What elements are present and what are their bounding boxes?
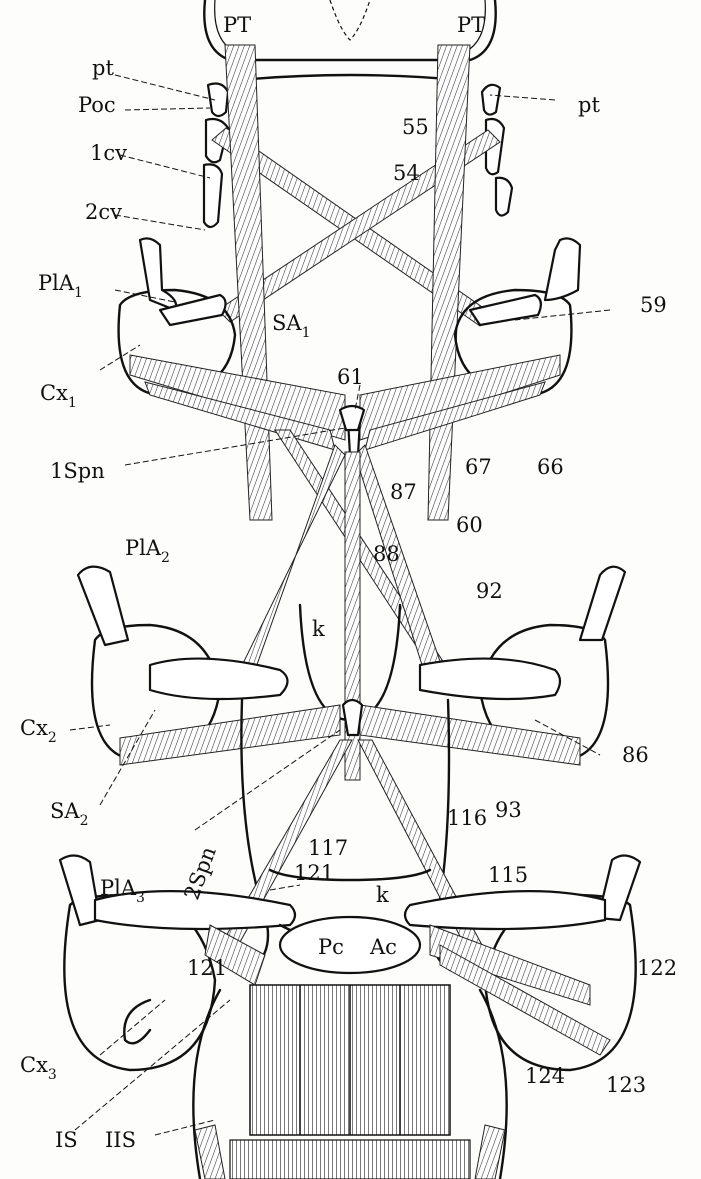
- label-IIS: IIS: [105, 1128, 136, 1152]
- label-92: 92: [476, 579, 503, 603]
- label-k-lower: k: [376, 883, 389, 907]
- label-PT-left: PT: [223, 13, 251, 37]
- label-Pc: Pc: [318, 935, 344, 959]
- label-124: 124: [525, 1064, 565, 1088]
- label-88: 88: [373, 542, 400, 566]
- label-60: 60: [456, 513, 483, 537]
- label-121-lower: 121: [187, 956, 227, 980]
- label-PlA2: PlA2: [125, 536, 170, 566]
- label-Cx1: Cx1: [40, 381, 77, 411]
- label-pt-left: pt: [92, 56, 114, 80]
- label-IS: IS: [55, 1128, 78, 1152]
- label-67: 67: [465, 455, 492, 479]
- label-122: 122: [637, 956, 677, 980]
- label-59: 59: [640, 293, 667, 317]
- label-123: 123: [606, 1073, 646, 1097]
- label-87: 87: [390, 480, 417, 504]
- prothorax-segment: [119, 238, 580, 455]
- label-121-upper: 121: [294, 861, 334, 885]
- label-2cv: 2cv: [85, 200, 122, 224]
- label-Poc: Poc: [78, 93, 116, 117]
- label-117: 117: [308, 836, 348, 860]
- label-66: 66: [537, 455, 564, 479]
- metathorax-segment: [60, 855, 640, 1179]
- label-93: 93: [495, 798, 522, 822]
- label-PlA1: PlA1: [38, 271, 83, 301]
- label-61: 61: [337, 365, 364, 389]
- label-Cx3: Cx3: [20, 1053, 57, 1083]
- label-115: 115: [488, 863, 528, 887]
- label-86: 86: [622, 743, 649, 767]
- label-1cv: 1cv: [90, 141, 127, 165]
- label-54: 54: [393, 161, 420, 185]
- label-k-upper: k: [312, 617, 325, 641]
- label-SA2: SA2: [50, 799, 88, 829]
- label-Cx2: Cx2: [20, 716, 57, 746]
- label-55: 55: [402, 115, 429, 139]
- label-116: 116: [447, 806, 487, 830]
- label-SA1: SA1: [272, 311, 310, 341]
- label-1Spn: 1Spn: [50, 459, 105, 483]
- label-PT-right: PT: [457, 13, 485, 37]
- label-Ac: Ac: [369, 935, 397, 959]
- longitudinal-muscles: [225, 45, 470, 520]
- label-pt-right: pt: [578, 93, 600, 117]
